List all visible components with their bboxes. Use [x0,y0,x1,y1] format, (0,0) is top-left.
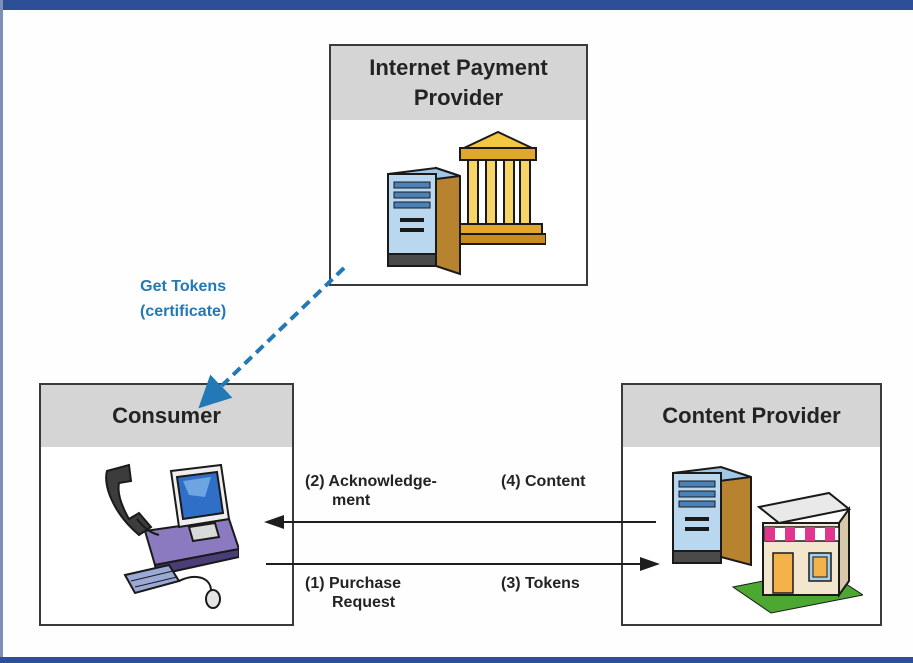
bottom-border [0,657,913,663]
acknowledgement-line1: (2) Acknowledge- [305,473,437,490]
node-header: Content Provider [623,385,880,447]
purchase-request-label: (1) Purchase Request [305,574,401,612]
left-border [0,0,3,663]
purchase-request-line2: Request [332,594,396,611]
top-border [0,0,913,10]
tokens-line1: (3) Tokens [501,575,580,592]
bank-server-icon [387,130,546,276]
node-header: Internet Payment Provider [331,46,586,120]
get-tokens-line1: Get Tokens [140,278,227,295]
tokens-label: (3) Tokens [501,574,580,593]
consumer-return-arrow [264,515,656,529]
node-title: Content Provider [662,403,841,428]
node-title-line2: Provider [413,85,504,110]
consumer-to-content-arrow [266,557,660,571]
content-line1: (4) Content [501,473,586,490]
content-provider-node: Content Provider [621,383,882,626]
get-tokens-label: Get Tokens (certificate) [140,277,226,321]
acknowledgement-line2: ment [332,492,371,509]
get-tokens-arrow [198,266,346,409]
node-title-line1: Internet Payment [369,55,548,80]
content-label: (4) Content [501,472,585,491]
phone-computer-icon [105,463,239,609]
server-shop-icon [672,465,863,614]
internet-payment-provider-node: Internet Payment Provider [329,44,588,286]
consumer-node: Consumer [39,383,294,626]
get-tokens-line2: (certificate) [140,303,227,320]
purchase-request-line1: (1) Purchase [305,575,402,592]
acknowledgement-label: (2) Acknowledge- ment [305,472,437,510]
